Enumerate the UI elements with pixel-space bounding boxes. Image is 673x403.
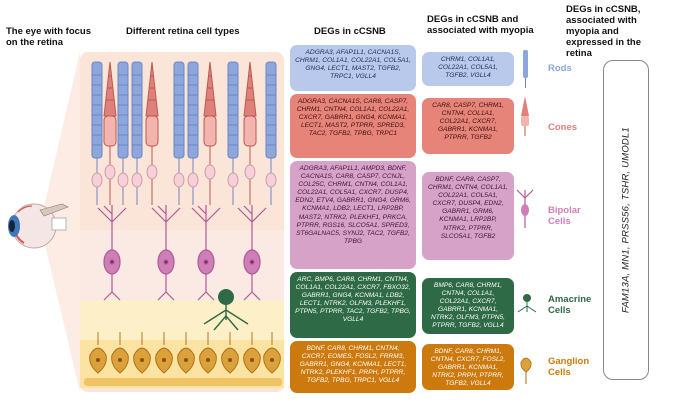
header-cell-types: Different retina cell types [126, 26, 240, 37]
myopia-box-bipolar: BDNF, CAR8, CASP7, CHRM1, CNTN4, COL1A1,… [422, 172, 514, 260]
cone-1 [103, 61, 117, 205]
bipolar-icon [516, 189, 534, 228]
label-rods: Rods [548, 63, 572, 74]
rod-3 [131, 61, 143, 205]
bipolar-4 [237, 205, 267, 301]
bipolar-cells [97, 205, 267, 301]
amacrine-cell [203, 289, 249, 331]
bipolar-2 [151, 205, 181, 301]
header-degs-expressed: DEGs in cCSNB, associated with myopia an… [566, 4, 641, 59]
rod-7 [265, 61, 277, 205]
label-ganglion: Ganglion Cells [548, 356, 590, 378]
rod-6 [227, 61, 239, 205]
expressed-genes-text: FAM13A, MN1, PRSS56, TSHR, UMODL1 [620, 127, 632, 313]
label-bipolar: Bipolar Cells [548, 205, 581, 227]
bipolar-3 [191, 205, 221, 301]
photoreceptor-somata [91, 164, 277, 188]
cone-4 [243, 61, 257, 205]
ganglion-cells [84, 332, 282, 386]
ganglion-dendrites [97, 332, 273, 345]
rods-icon [523, 50, 528, 88]
degs-box-cones: ADGRA3, CACNA1S, CAR8, CASP7, CHRM1, CNT… [290, 94, 416, 158]
header-degs: DEGs in cCSNB [314, 26, 386, 37]
header-degs-myopia: DEGs in cCSNB and associated with myopia [427, 14, 534, 36]
degs-box-ganglion: BDNF, CAR8, CHRM1, CNTN4, CXCR7, EOMES, … [290, 341, 416, 393]
rod-4 [173, 61, 185, 205]
degs-box-rods: ADGRA3, AFAP1L1, CACNA1S, CHRM1, COL1A1,… [290, 45, 416, 91]
expressed-genes-box: FAM13A, MN1, PRSS56, TSHR, UMODL1 [603, 60, 649, 380]
cones-icon [521, 96, 529, 136]
degs-box-amacrine: ARC, BMP6, CAR8, CHRM1, CNTN4, COL1A1, C… [290, 272, 416, 338]
ganglion-icon [520, 357, 532, 384]
myopia-box-ganglion: BDNF, CAR8, CHRM1, CNTN4, CXCR7, FOSL2, … [422, 344, 514, 390]
amacrine-icon [517, 294, 537, 313]
myopia-box-amacrine: BMP6, CAR8, CHRM1, CNTN4, COL1A1, COL22A… [422, 278, 514, 334]
label-amacrine: Amacrine Cells [548, 294, 592, 316]
cone-2 [145, 61, 159, 205]
bipolar-1 [97, 205, 127, 301]
myopia-box-cones: CAR8, CASP7, CHRM1, CNTN4, COL1A1, COL22… [422, 98, 514, 154]
cone-3 [203, 61, 217, 205]
rod-cells [91, 61, 277, 205]
degs-box-bipolar: ADGRA3, AFAP1L1, AMPD3, BDNF, CACNA1S, C… [290, 161, 416, 269]
cone-cells [103, 61, 257, 205]
label-cones: Cones [548, 122, 578, 133]
myopia-box-rods: CHRM1, COL1A1, COL22A1, COL5A1, TGFB2, V… [422, 52, 514, 86]
rod-1 [91, 61, 103, 205]
header-eye: The eye with focus on the retina [6, 26, 91, 48]
eye-icon [8, 203, 69, 249]
